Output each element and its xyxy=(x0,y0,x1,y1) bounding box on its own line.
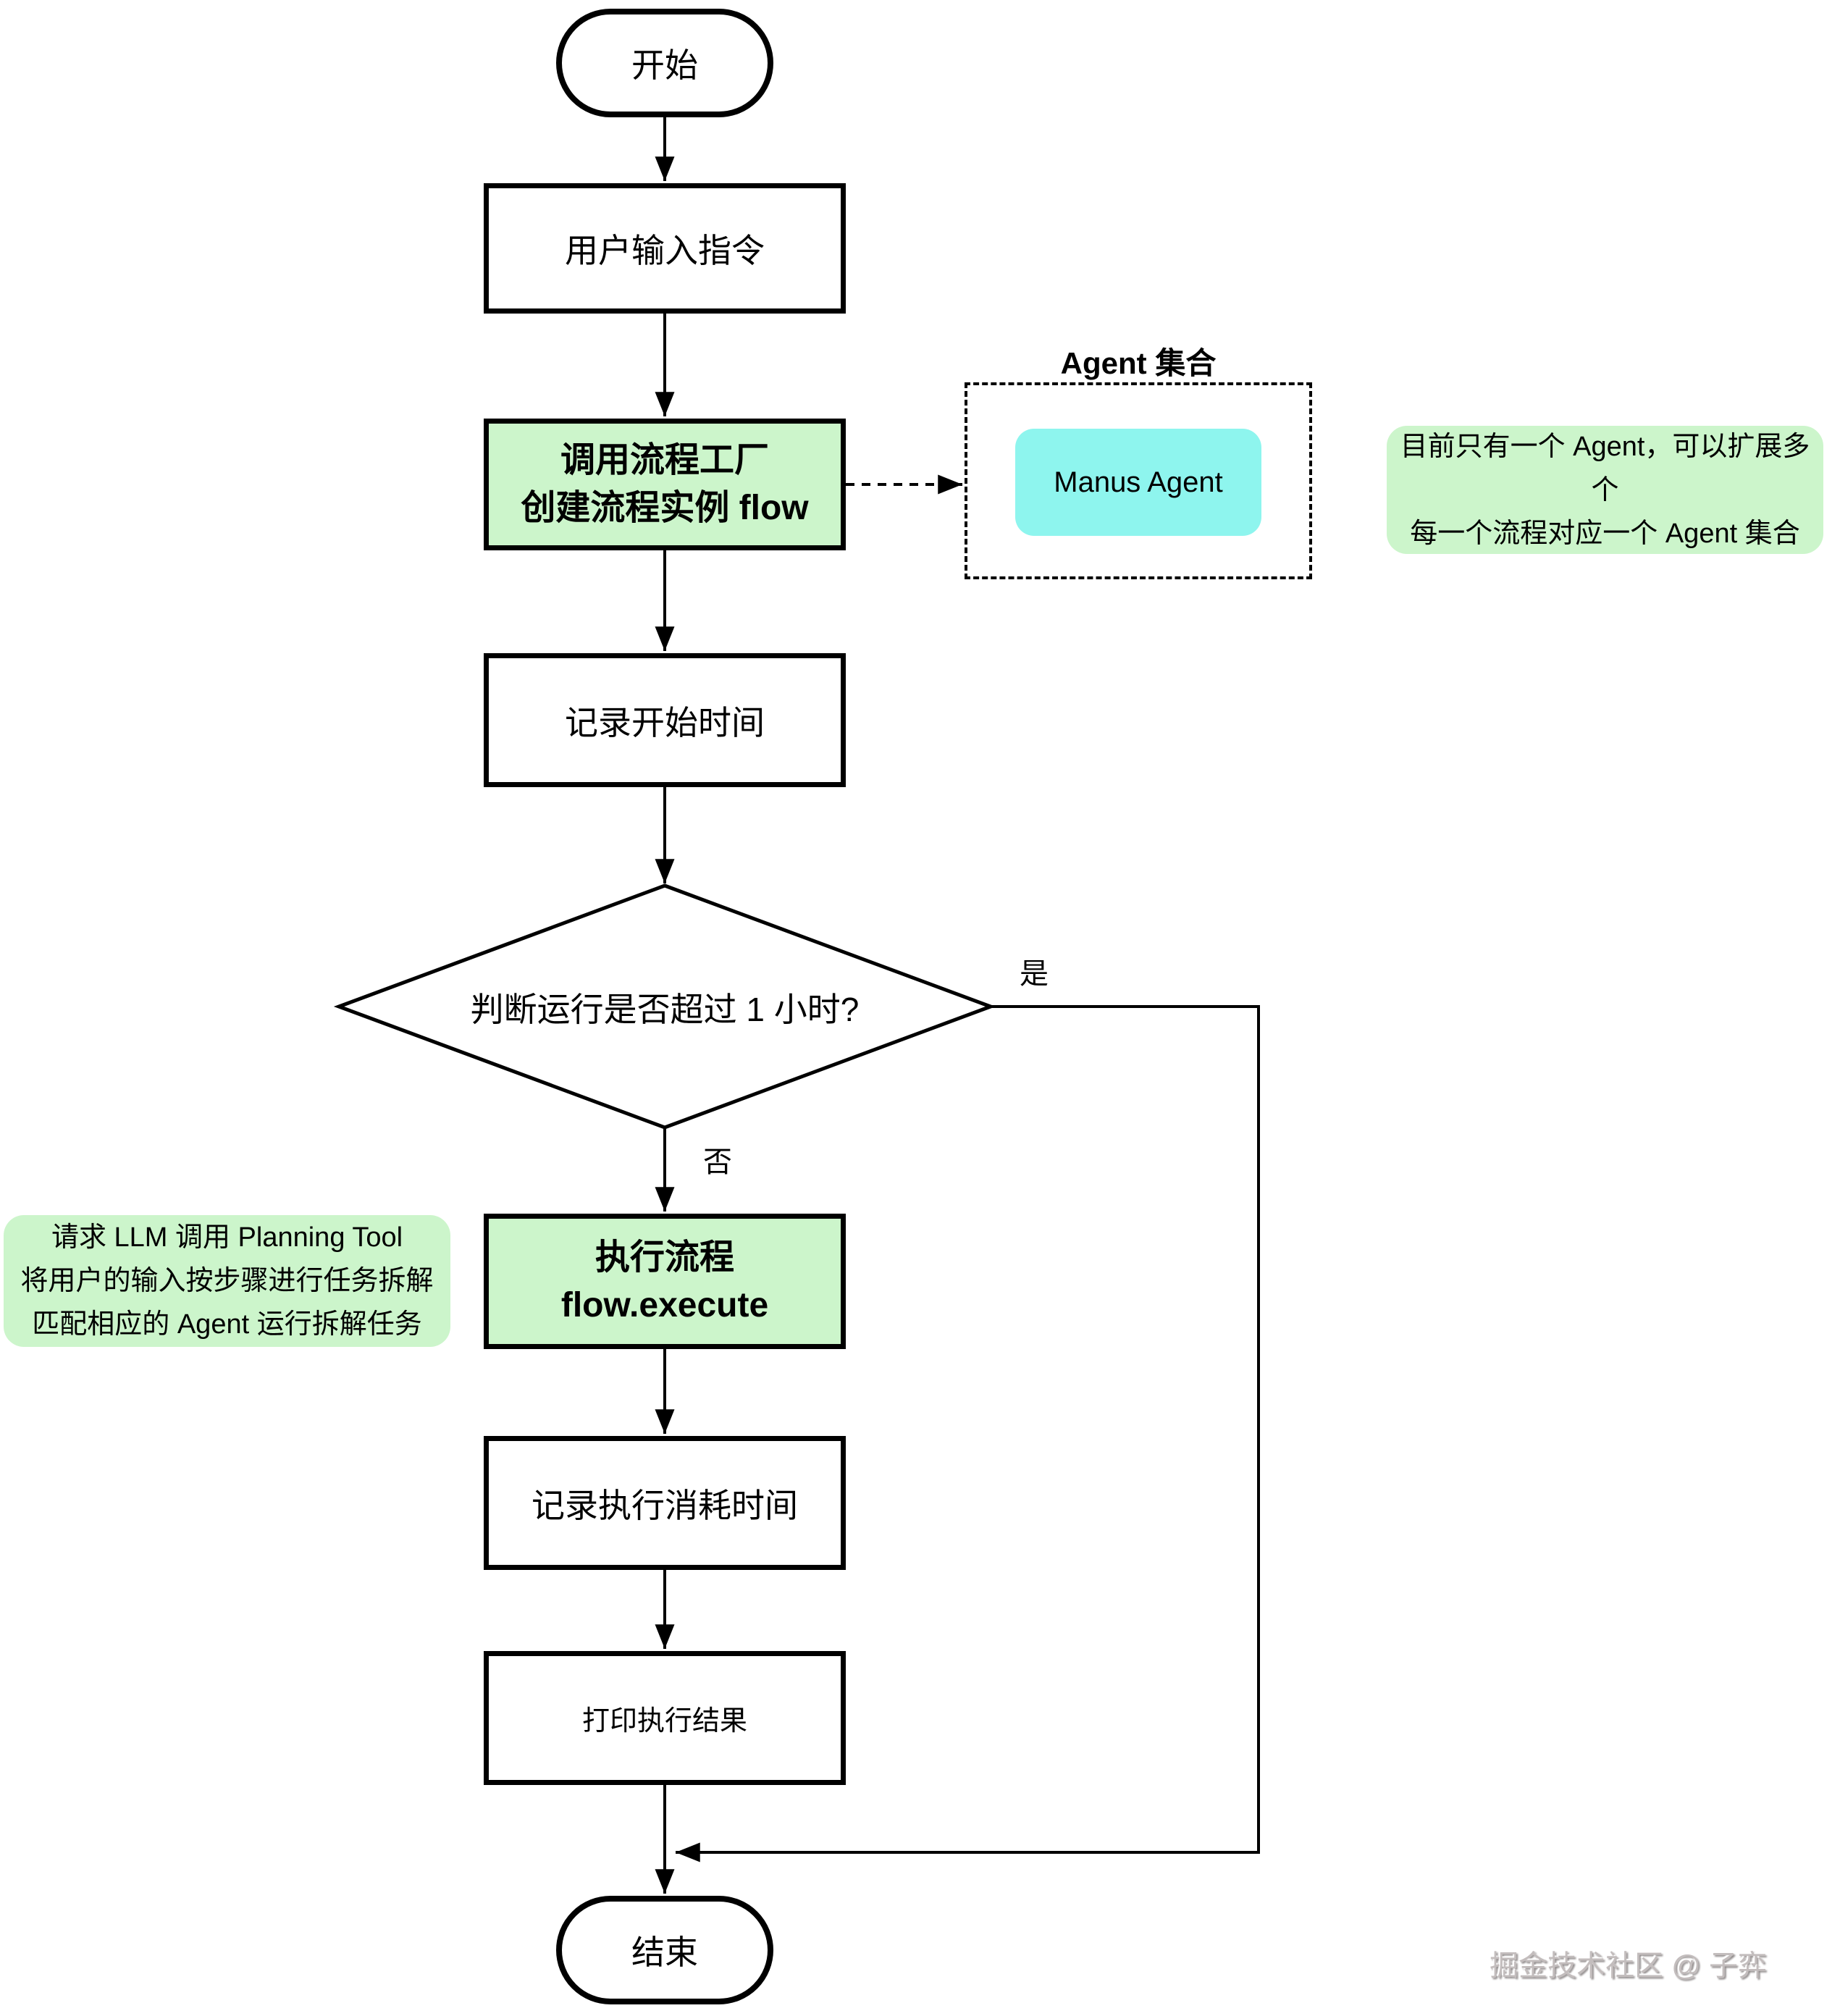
planning-note-line1: 请求 LLM 调用 Planning Tool xyxy=(51,1222,403,1253)
start-node: 开始 xyxy=(556,9,773,117)
decision-diamond-shape xyxy=(333,883,996,1130)
agent-note-line1: 目前只有一个 Agent，可以扩展多个 xyxy=(1400,431,1810,505)
manus-agent-chip: Manus Agent xyxy=(1015,429,1261,536)
agent-note: 目前只有一个 Agent，可以扩展多个 每一个流程对应一个 Agent 集合 xyxy=(1387,426,1823,554)
record-start-time-node: 记录开始时间 xyxy=(484,653,846,787)
execute-flow-line1: 执行流程 xyxy=(595,1238,734,1277)
execute-flow-node: 执行流程 flow.execute xyxy=(484,1214,846,1349)
print-result-node: 打印执行结果 xyxy=(484,1651,846,1785)
execute-flow-line2: flow.execute xyxy=(560,1285,769,1324)
create-flow-line2: 创建流程实例 flow xyxy=(521,489,809,527)
watermark: 掘金技术社区 @ 子弈 xyxy=(1490,1950,1767,1982)
planning-note-line3: 匹配相应的 Agent 运行拆解任务 xyxy=(32,1309,422,1340)
end-node: 结束 xyxy=(556,1896,773,2004)
yes-branch-line xyxy=(676,1005,1260,1862)
create-flow-line1: 调用流程工厂 xyxy=(560,441,769,479)
user-input-node: 用户输入指令 xyxy=(484,183,846,314)
agent-note-line2: 每一个流程对应一个 Agent 集合 xyxy=(1410,518,1800,549)
yes-label: 是 xyxy=(993,950,1075,992)
record-elapsed-time-node: 记录执行消耗时间 xyxy=(484,1436,846,1570)
no-label: 否 xyxy=(677,1138,758,1180)
decision-label: 判断运行是否超过 1 小时? xyxy=(470,991,860,1028)
planning-note-line2: 将用户的输入按步骤进行任务拆解 xyxy=(20,1266,434,1296)
agent-group-title: Agent 集合 xyxy=(1060,346,1217,380)
planning-note: 请求 LLM 调用 Planning Tool 将用户的输入按步骤进行任务拆解 … xyxy=(4,1215,450,1347)
create-flow-node: 调用流程工厂 创建流程实例 flow xyxy=(484,419,846,550)
